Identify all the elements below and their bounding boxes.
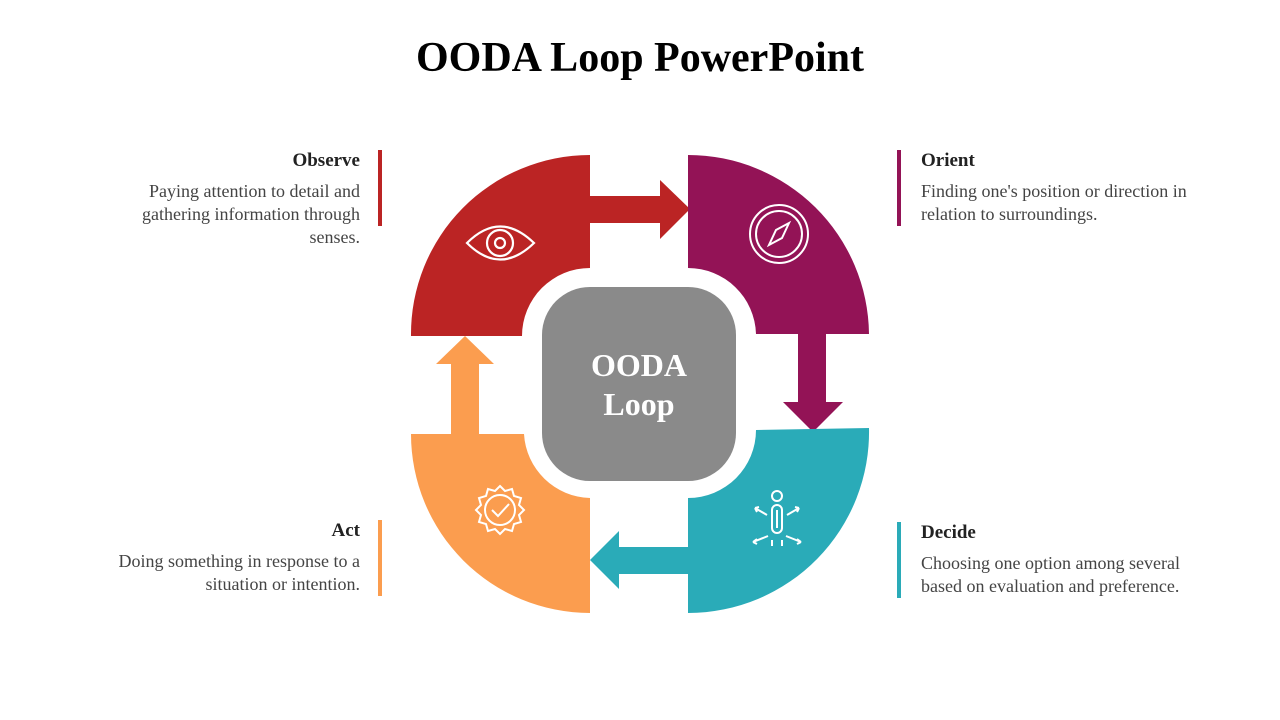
orient-description: Finding one's position or direction in r… [921, 181, 1187, 224]
center-box [542, 287, 736, 481]
decide-accent-bar [897, 522, 901, 598]
orient-to-decide-arrow [783, 334, 843, 432]
act-accent-bar [378, 520, 382, 596]
observe-text-block: Observe Paying attention to detail and g… [100, 150, 382, 249]
orient-segment [688, 155, 869, 432]
check-badge-icon [474, 484, 526, 536]
observe-quadrant-shape [410, 155, 590, 336]
center-label-line2: Loop [603, 386, 674, 422]
observe-segment [410, 155, 690, 336]
decide-description: Choosing one option among several based … [921, 553, 1180, 596]
orient-heading: Orient [921, 150, 975, 171]
act-text-block: Act Doing something in response to a sit… [100, 520, 382, 596]
act-heading: Act [331, 520, 360, 541]
decision-person-icon [752, 490, 802, 546]
act-quadrant-shape [411, 434, 590, 613]
observe-to-orient-arrow [590, 180, 690, 239]
decide-heading: Decide [921, 522, 976, 543]
decide-segment [590, 428, 870, 614]
decide-quadrant-shape [688, 428, 870, 614]
act-segment [411, 336, 590, 613]
center-label-line1: OODA [591, 347, 687, 383]
orient-accent-bar [897, 150, 901, 226]
decide-to-act-arrow [590, 531, 688, 589]
page-title: OODA Loop PowerPoint [416, 35, 864, 81]
act-to-observe-arrow [436, 336, 494, 434]
eye-icon [465, 225, 536, 261]
orient-quadrant-shape [688, 155, 869, 334]
decide-text-block: Decide Choosing one option among several… [897, 522, 1221, 598]
compass-icon [749, 204, 809, 264]
center-hub: OODA Loop [542, 287, 736, 481]
act-description: Doing something in response to a situati… [118, 551, 360, 594]
observe-heading: Observe [292, 150, 360, 171]
orient-text-block: Orient Finding one's position or directi… [897, 150, 1211, 226]
observe-accent-bar [378, 150, 382, 226]
observe-description: Paying attention to detail and gathering… [142, 181, 360, 247]
